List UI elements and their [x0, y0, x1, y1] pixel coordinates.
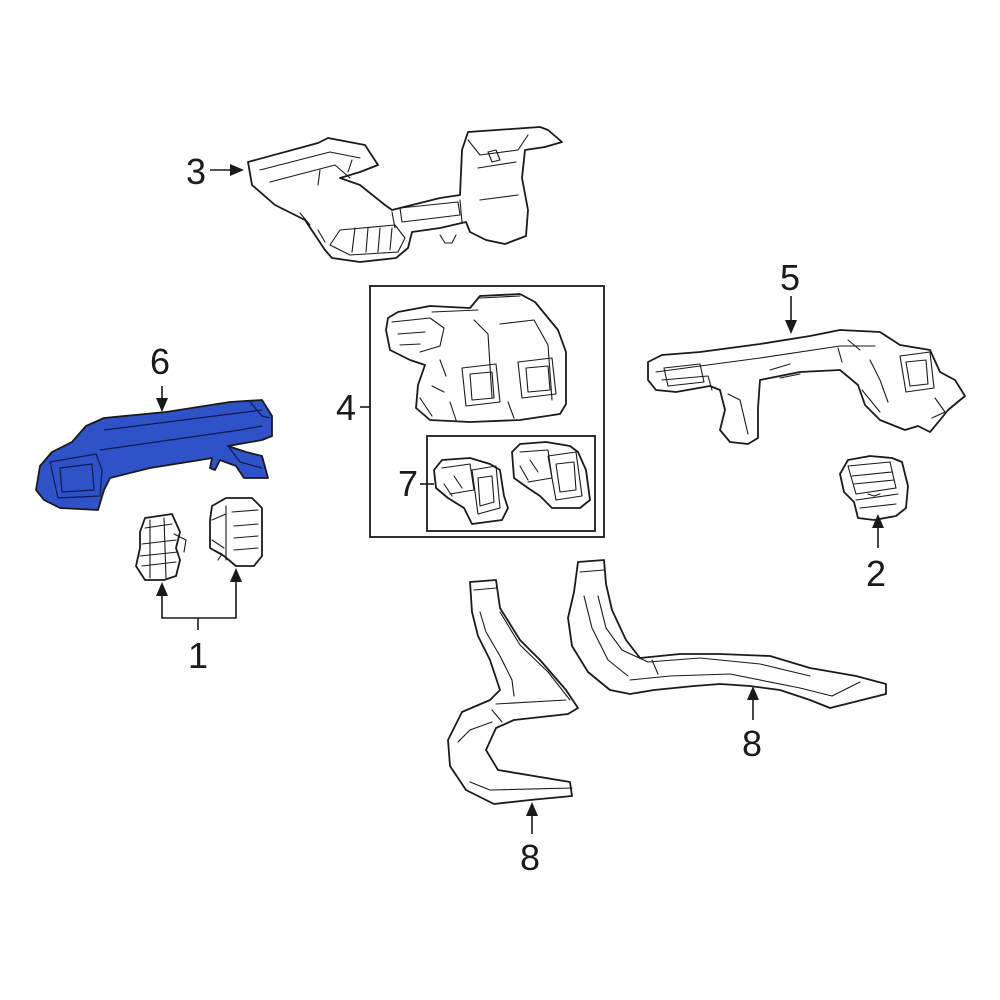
callout-labels: 3 6 4 7 5 2 1 8 8: [150, 151, 886, 878]
part-3-defroster-duct[interactable]: [247, 126, 563, 263]
callout-5: 5: [780, 257, 800, 298]
callout-7: 7: [398, 463, 418, 504]
part-4-group[interactable]: [369, 285, 605, 538]
part-6-highlighted-duct[interactable]: [35, 399, 273, 511]
part-4-frame: [369, 285, 605, 538]
part-7-vent-housings[interactable]: [433, 441, 591, 525]
part-1-vents[interactable]: [135, 497, 263, 581]
part-5-right-duct[interactable]: [647, 329, 966, 445]
callout-3: 3: [186, 151, 206, 192]
callout-8-right: 8: [742, 723, 762, 764]
part-8-left-floor-duct[interactable]: [447, 579, 579, 805]
part-8-right-floor-duct[interactable]: [567, 559, 887, 709]
leader-lines: [156, 164, 884, 834]
callout-8-left: 8: [520, 837, 540, 878]
callout-4: 4: [336, 387, 356, 428]
callout-2: 2: [866, 553, 886, 594]
part-2-side-vent[interactable]: [839, 455, 909, 521]
callout-1: 1: [188, 635, 208, 676]
callout-6: 6: [150, 341, 170, 382]
